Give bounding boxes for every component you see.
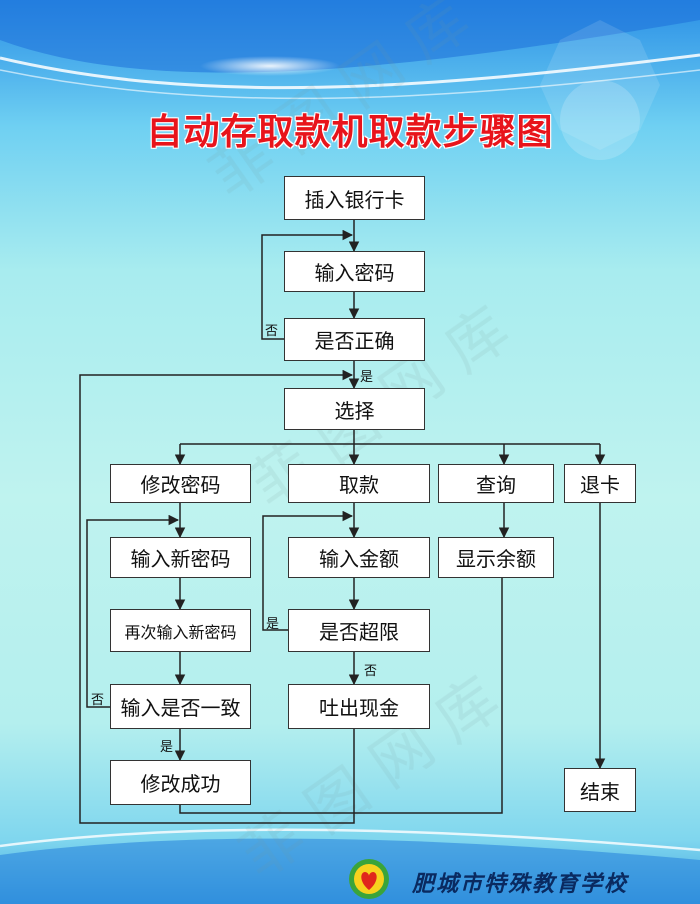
label-over-limit-no: 否 xyxy=(364,664,378,679)
node-eject-card: 退卡 xyxy=(564,464,636,503)
node-reenter-new-password: 再次输入新密码 xyxy=(110,609,251,652)
node-withdraw: 取款 xyxy=(288,464,430,503)
node-end: 结束 xyxy=(564,768,636,812)
school-logo-icon xyxy=(349,859,389,899)
arrow-cash-return-to-select xyxy=(79,369,355,824)
label-consistent-yes: 是 xyxy=(160,740,174,755)
node-enter-amount: 输入金额 xyxy=(288,537,430,578)
node-dispense-cash: 吐出现金 xyxy=(288,684,430,729)
node-enter-new-password: 输入新密码 xyxy=(110,537,251,578)
label-incorrect-no: 否 xyxy=(265,324,279,339)
line-success-and-balance-join xyxy=(179,578,503,814)
node-enter-password: 输入密码 xyxy=(284,251,425,292)
node-change-success: 修改成功 xyxy=(110,760,251,805)
node-insert-card: 插入银行卡 xyxy=(284,176,425,220)
node-over-limit: 是否超限 xyxy=(288,609,430,652)
node-query: 查询 xyxy=(438,464,554,503)
label-correct-yes: 是 xyxy=(360,370,374,385)
node-is-correct: 是否正确 xyxy=(284,318,425,361)
page-title: 自动存取款机取款步骤图 xyxy=(146,112,554,153)
label-over-limit-yes: 是 xyxy=(266,617,280,632)
arrow-over-limit-loop xyxy=(262,510,354,631)
node-change-password: 修改密码 xyxy=(110,464,251,503)
label-inconsistent-no: 否 xyxy=(91,693,105,708)
arrow-inconsistent-loop xyxy=(86,514,180,708)
arrow-incorrect-loop xyxy=(261,229,354,340)
node-select: 选择 xyxy=(284,388,425,430)
node-is-consistent: 输入是否一致 xyxy=(110,684,251,729)
school-name: 肥城市特殊教育学校 xyxy=(412,871,629,897)
node-show-balance: 显示余额 xyxy=(438,537,554,578)
